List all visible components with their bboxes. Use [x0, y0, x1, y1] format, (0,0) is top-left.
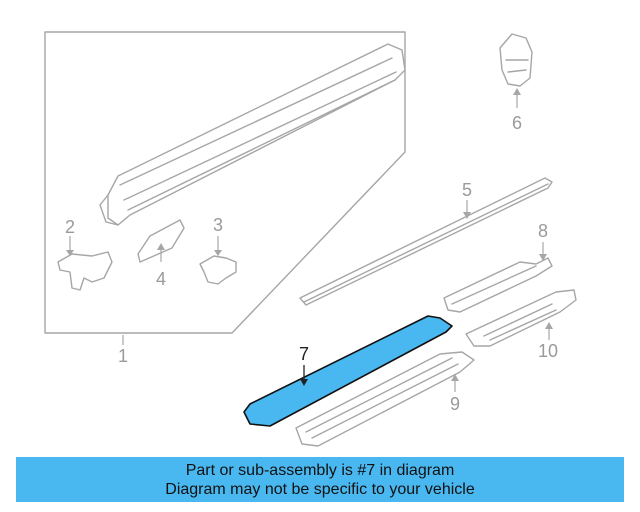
callout-9: 9 [450, 394, 461, 414]
callout-1: 1 [118, 346, 129, 366]
part-4-plate [137, 219, 185, 263]
callout-2: 2 [65, 217, 76, 237]
callout-4: 4 [156, 269, 167, 289]
part-7-step-plate[interactable] [243, 315, 453, 427]
part-6-bracket [499, 33, 533, 108]
callout-3: 3 [213, 215, 224, 235]
part-1-rocker-panel [44, 31, 406, 345]
part-10-sill-trim [465, 289, 577, 347]
callout-10: 10 [538, 341, 559, 361]
callout-7: 7 [299, 344, 310, 364]
part-2-clip [57, 236, 113, 291]
banner-line-2: Diagram may not be specific to your vehi… [165, 480, 475, 498]
part-5-molding [299, 177, 553, 306]
part-3-fastener [199, 236, 237, 285]
info-banner: Part or sub-assembly is #7 in diagram Di… [16, 457, 624, 502]
part-9-sill-trim [295, 351, 475, 447]
callout-6: 6 [512, 113, 523, 133]
banner-line-1: Part or sub-assembly is #7 in diagram [185, 461, 455, 479]
callout-5: 5 [462, 180, 473, 200]
callout-8: 8 [538, 221, 549, 241]
part-8-scuff-plate [443, 242, 553, 313]
